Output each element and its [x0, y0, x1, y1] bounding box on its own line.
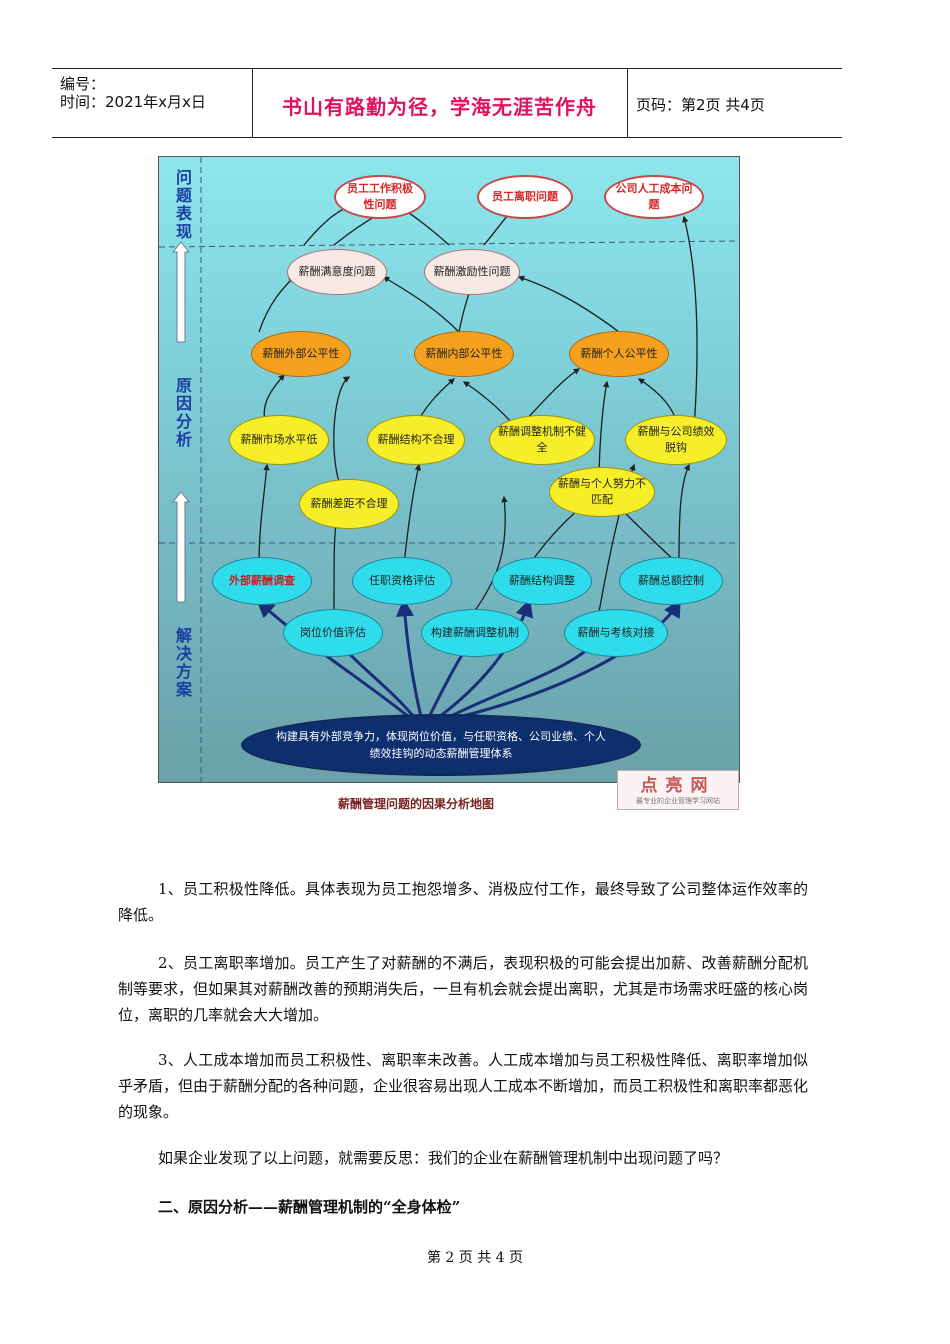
section-heading: 二、原因分析——薪酬管理机制的“全身体检”	[158, 1198, 461, 1216]
solution-node-external-survey: 外部薪酬调查	[212, 557, 312, 605]
side-arrow-lower	[171, 491, 191, 603]
fairness-node-external: 薪酬外部公平性	[251, 331, 351, 377]
header-left-cell: 编号： 时间：2021年x月x日	[52, 69, 253, 137]
side-arrow-upper	[171, 241, 191, 343]
issue-node-satisfaction: 薪酬满意度问题	[287, 249, 387, 295]
paragraph-4: 如果企业发现了以上问题，就需要反思：我们的企业在薪酬管理机制中出现问题了吗？	[158, 1149, 729, 1167]
header-right-cell: 页码：第2页 共4页	[628, 69, 842, 137]
divider-top	[159, 240, 739, 248]
watermark-title: 点亮网	[640, 776, 716, 796]
problem-node-labor-cost: 公司人工成本问题	[604, 175, 704, 219]
watermark-logo: 点亮网 最专业的企业管理学习网站	[617, 770, 739, 810]
document-time-label: 时间：2021年x月x日	[60, 93, 206, 111]
header-page-number: 页码：第2页 共4页	[636, 96, 765, 114]
header-center-cell: 书山有路勤为径，学海无涯苦作舟	[252, 69, 628, 137]
cause-node-adjustment: 薪酬调整机制不健全	[489, 415, 595, 465]
solution-node-adjust-mechanism: 构建薪酬调整机制	[421, 609, 529, 657]
solution-node-total-control: 薪酬总额控制	[619, 557, 723, 605]
cause-effect-diagram: 问题表现 原因分析 解决方案 员工工作积极性问题 员工离职问题 公司人工成本问题…	[158, 156, 740, 783]
page-header-table: 编号： 时间：2021年x月x日 书山有路勤为径，学海无涯苦作舟 页码：第2页 …	[52, 68, 842, 138]
watermark-subtitle: 最专业的企业管理学习网站	[636, 797, 720, 805]
page-footer: 第 2 页 共 4 页	[426, 1250, 524, 1266]
cause-node-company-performance: 薪酬与公司绩效脱钩	[625, 415, 727, 465]
header-motto: 书山有路勤为径，学海无涯苦作舟	[282, 95, 597, 119]
cause-node-structure: 薪酬结构不合理	[367, 415, 465, 465]
problem-node-engagement: 员工工作积极性问题	[334, 175, 426, 219]
solution-node-job-value: 岗位价值评估	[283, 609, 383, 657]
issue-node-incentive: 薪酬激励性问题	[424, 249, 520, 295]
cause-node-market-level: 薪酬市场水平低	[229, 415, 329, 465]
side-label-causes: 原因分析	[175, 376, 192, 449]
solution-node-structure-adjust: 薪酬结构调整	[492, 557, 592, 605]
cause-node-individual-effort: 薪酬与个人努力不匹配	[549, 467, 655, 517]
document-number-label: 编号：	[60, 75, 106, 93]
cause-node-pay-gap: 薪酬差距不合理	[299, 479, 399, 529]
problem-node-turnover: 员工离职问题	[477, 175, 573, 219]
paragraph-3: 3、人工成本增加而员工积极性、离职率未改善。人工成本增加与员工积极性降低、离职率…	[118, 1051, 809, 1121]
solution-node-appraisal-link: 薪酬与考核对接	[564, 609, 668, 657]
paragraph-1: 1、员工积极性降低。具体表现为员工抱怨增多、消极应付工作，最终导致了公司整体运作…	[118, 880, 808, 924]
figure-caption: 薪酬管理问题的因果分析地图	[338, 797, 495, 811]
side-label-problems: 问题表现	[175, 168, 192, 241]
root-solution-node: 构建具有外部竞争力，体现岗位价值，与任职资格、公司业绩、个人绩效挂钩的动态薪酬管…	[241, 714, 641, 776]
side-label-solutions: 解决方案	[175, 626, 192, 699]
paragraph-2: 2、员工离职率增加。员工产生了对薪酬的不满后，表现积极的可能会提出加薪、改善薪酬…	[118, 954, 809, 1024]
solution-node-qualification: 任职资格评估	[352, 557, 452, 605]
fairness-node-internal: 薪酬内部公平性	[414, 331, 514, 377]
fairness-node-individual: 薪酬个人公平性	[569, 331, 669, 377]
